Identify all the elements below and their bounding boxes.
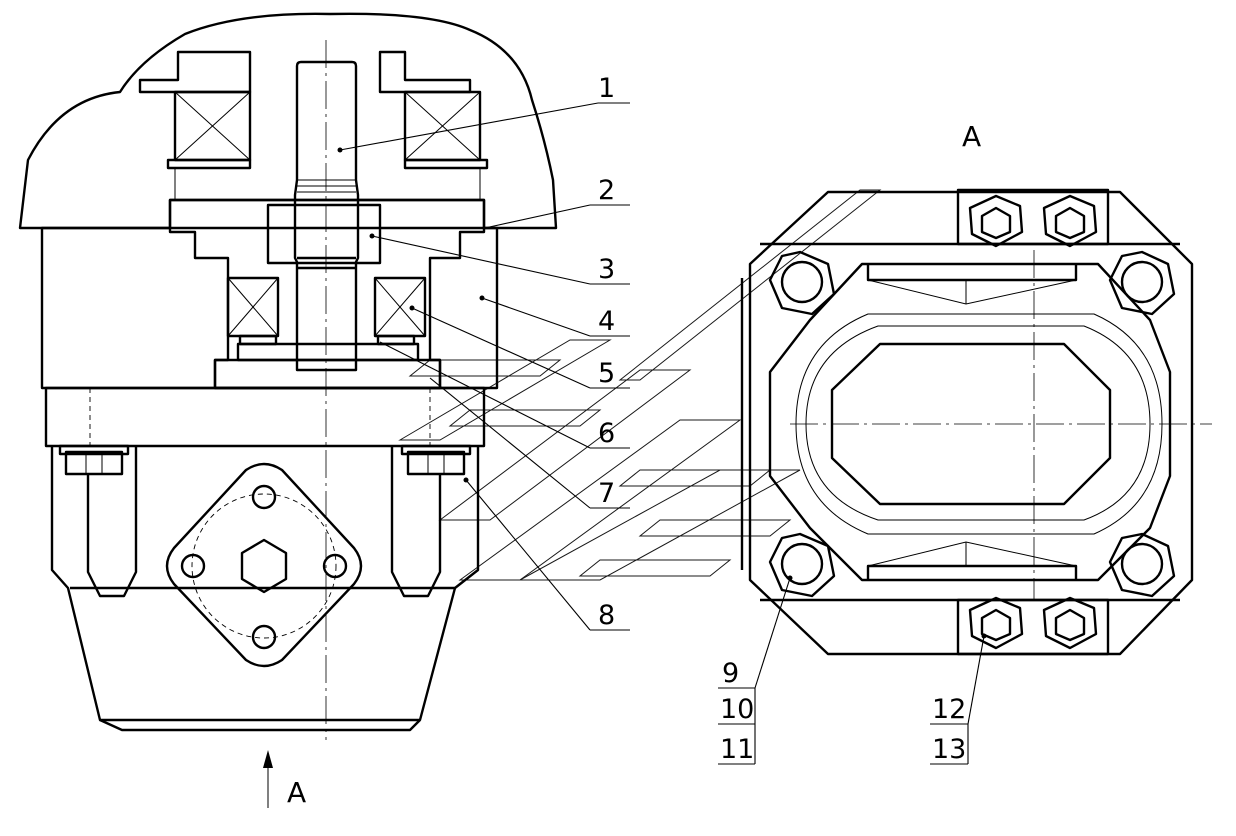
callout-10: 10 [720,694,754,725]
gearbox-body [40,226,499,390]
boss-bolt-bottom-1 [968,596,1024,650]
coupling-sleeve [266,203,382,265]
view-a-title: A [962,120,981,153]
boss-bolt-bottom-2 [1042,596,1098,650]
flange-plate [44,386,486,448]
leader-lines [337,102,987,765]
center-hex-nut [240,538,288,594]
view-arrow-label: A [287,776,306,809]
callout-4: 4 [598,306,615,337]
bolt-bottom-left [768,532,836,598]
section-view [18,12,558,808]
drive-shaft [293,60,360,372]
washer-right [403,158,489,170]
flange-bolt-left [180,553,206,579]
gearbox-outline-view-a [748,190,1194,656]
watermark-logo [398,189,882,581]
washer-left [166,158,252,170]
top-boss [956,188,1110,246]
callout-8: 8 [598,600,615,631]
upper-recess-right [378,50,472,94]
upper-housing [18,12,558,230]
callout-2: 2 [598,175,615,206]
motor-housing [50,446,480,722]
mounting-plate [213,358,442,390]
mid-ring [805,325,1151,521]
callout-12: 12 [932,694,966,725]
callout-5: 5 [598,358,615,389]
boss-bolt-top-2 [1042,194,1098,248]
bolt-top-left [768,250,836,316]
callout-3: 3 [598,254,615,285]
diamond-flange [165,462,363,668]
view-a [740,188,1212,656]
flange-bolt-right [322,553,348,579]
callout-7: 7 [598,478,615,509]
callout-11: 11 [720,734,754,765]
callout-13: 13 [932,734,966,765]
upper-recess [138,50,252,94]
callout-6: 6 [598,418,615,449]
bottom-boss [956,598,1110,656]
flange-bolt-top [251,484,277,510]
callout-9: 9 [722,658,739,689]
inner-frame [768,262,1172,582]
flange-bolt-bottom [251,624,277,650]
boss-bolt-top-1 [968,194,1024,248]
nut-right [406,450,466,476]
bolt-bottom-right [1108,532,1176,598]
central-opening [830,342,1112,506]
callout-1: 1 [598,73,615,104]
nut-left [64,450,124,476]
bolt-top-right [1108,250,1176,316]
